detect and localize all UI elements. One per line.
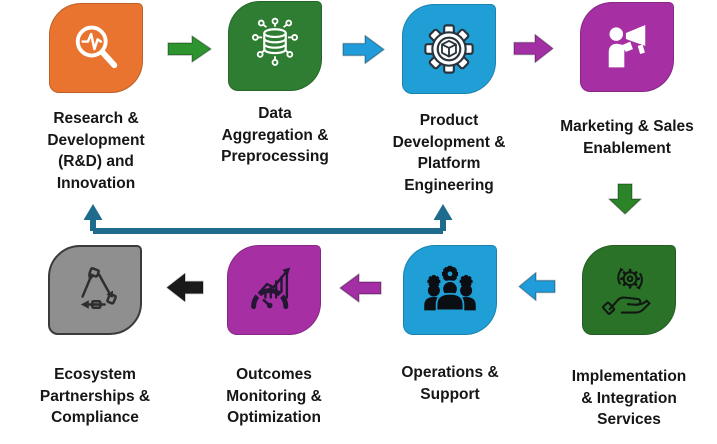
arrow-product-to-marketing bbox=[513, 33, 554, 64]
tile-operations-support bbox=[403, 245, 497, 335]
arrow-rnd-to-data bbox=[167, 35, 212, 63]
database-network-icon bbox=[251, 17, 299, 66]
label-marketing-sales: Marketing & Sales Enablement bbox=[560, 118, 694, 157]
arrow-marketing-to-implementation bbox=[608, 183, 642, 215]
tile-ecosystem-partnerships bbox=[48, 245, 142, 335]
arrow-data-to-product bbox=[342, 34, 385, 65]
tile-research-development bbox=[49, 3, 143, 93]
label-data-aggregation: Data Aggregation & Preprocessing bbox=[221, 105, 329, 165]
gear-cube-icon bbox=[424, 24, 474, 74]
gauge-growth-icon bbox=[251, 267, 291, 310]
megaphone-person-icon bbox=[608, 24, 646, 68]
label-outcomes-monitoring: Outcomes Monitoring & Optimization bbox=[226, 366, 322, 426]
tile-implementation-integration bbox=[582, 245, 676, 335]
label-implementation-integration: Implementation & Integration Services bbox=[571, 368, 687, 428]
arrow-implementation-to-operations bbox=[518, 271, 556, 302]
tile-marketing-sales bbox=[580, 2, 674, 92]
recycle-hands-icon bbox=[80, 267, 117, 309]
label-product-development: Product Development & Platform Engineeri… bbox=[392, 112, 506, 194]
hand-gear-icon bbox=[601, 267, 651, 315]
feedback-connector-arrow bbox=[83, 204, 453, 234]
tile-product-development bbox=[402, 4, 496, 94]
label-operations-support: Operations & Support bbox=[401, 364, 499, 403]
tile-outcomes-monitoring bbox=[227, 245, 321, 335]
label-ecosystem-partnerships: Ecosystem Partnerships & Compliance bbox=[39, 366, 151, 426]
arrow-outcomes-to-ecosystem bbox=[166, 272, 204, 303]
team-gears-icon bbox=[424, 265, 476, 312]
tile-data-aggregation bbox=[228, 1, 322, 91]
arrow-operations-to-outcomes bbox=[339, 273, 382, 303]
magnifier-pulse-icon bbox=[75, 25, 118, 69]
label-research-development: Research & Development (R&D) and Innovat… bbox=[47, 110, 145, 192]
